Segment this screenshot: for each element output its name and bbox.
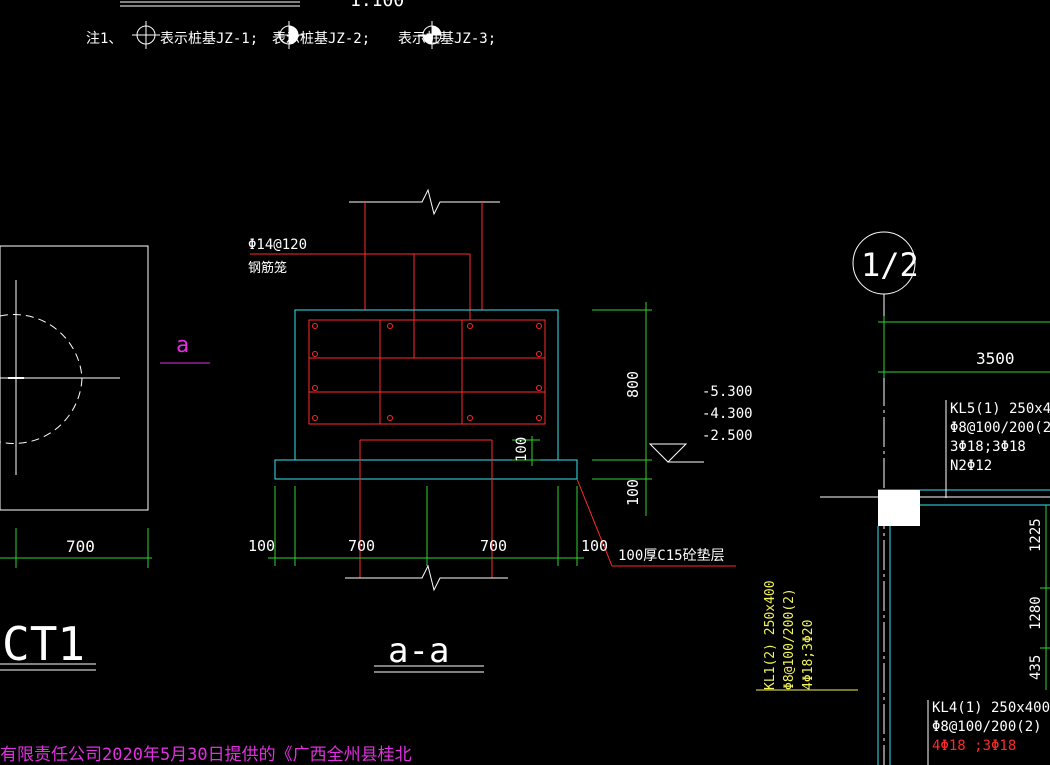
bottom-dim-2: 700	[348, 537, 375, 555]
kl4-line-3: 4Φ18 ;3Φ18	[932, 738, 1016, 754]
plan-title: CT1	[2, 617, 85, 671]
elev-3: -2.500	[702, 428, 753, 444]
dim-1280: 1280	[1028, 596, 1044, 630]
bottom-dim-3: 700	[480, 537, 507, 555]
rebar-dots	[312, 323, 542, 421]
axis-label: 1/2	[861, 246, 919, 284]
bottom-dim-4: 100	[581, 537, 608, 555]
kl4-line-1: KL4(1) 250x400	[932, 700, 1050, 716]
dim-800: 800	[624, 371, 642, 398]
dim-100-inner: 100	[514, 437, 530, 462]
note-item-1: 表示桩基JZ-1;	[160, 30, 258, 47]
rebar-sub: 钢筋笼	[248, 260, 287, 276]
pile-symbol-icon	[132, 21, 160, 49]
kl1-line-3: 4Φ18;3Φ20	[801, 620, 816, 690]
kl1-line-2: Φ8@100/200(2)	[782, 588, 797, 690]
scale-fragment: 1:100	[350, 0, 404, 11]
kl5-line-2: Φ8@100/200(2)	[950, 420, 1050, 436]
note-area: 1:100 注1、 表示桩基JZ-1; 表示桩基JZ-2; 表示桩基JZ-3;	[86, 0, 496, 49]
dim-435: 435	[1028, 655, 1044, 680]
kl5-line-3: 3Φ18;3Φ18	[950, 439, 1026, 455]
note-item-2: 表示桩基JZ-2;	[272, 30, 370, 47]
cushion-label: 100厚C15砼垫层	[618, 548, 725, 564]
kl5-line-1: KL5(1) 250x400	[950, 401, 1050, 417]
dim-3500: 3500	[976, 349, 1015, 368]
section-mark: a	[176, 333, 189, 358]
dim-100-right: 100	[624, 479, 642, 506]
section-aa: Φ14@120 钢筋笼 800 100	[248, 188, 753, 673]
pile-symbol-quarter-icon	[418, 21, 446, 49]
rebar-label: Φ14@120	[248, 237, 307, 253]
framing-plan: 1/2 3500 KL5(1) 250x400 Φ8@100/200(2) 3Φ…	[756, 231, 1050, 765]
kl1-line-1: KL1(2) 250x400	[763, 580, 778, 690]
dim-1225: 1225	[1028, 518, 1044, 552]
section-title: a-a	[388, 631, 449, 671]
kl5-line-4: N2Φ12	[950, 458, 992, 474]
bottom-dim-1: 100	[248, 537, 275, 555]
plan-dim-700: 700	[66, 537, 95, 556]
elev-1: -5.300	[702, 384, 753, 400]
note-item-3: 表示桩基JZ-3;	[398, 30, 496, 47]
footer-note: 有限责任公司2020年5月30日提供的《广西全州县桂北	[0, 745, 412, 765]
plan-ct1: a 700 CT1	[0, 245, 210, 671]
kl4-line-2: Φ8@100/200(2)	[932, 719, 1042, 735]
note-prefix: 注1、	[86, 31, 122, 47]
elev-2: -4.300	[702, 406, 753, 422]
pile-symbol-half-icon	[275, 21, 303, 49]
column-block	[878, 490, 920, 526]
